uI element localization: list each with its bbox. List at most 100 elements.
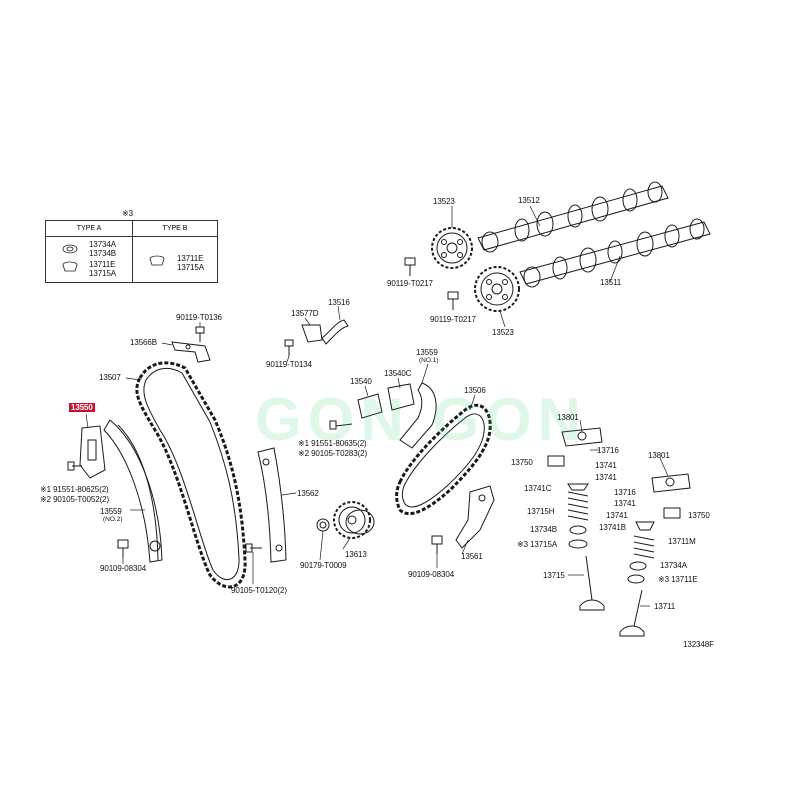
seat-13711e (627, 574, 645, 584)
label-13540: 13540 (350, 377, 372, 386)
label-13566b: 13566B (130, 338, 157, 347)
legend-icons (62, 244, 165, 272)
timing-chain-13507 (135, 361, 247, 589)
label-91551-80635: ※1 91551-80635(2) (298, 439, 367, 448)
label-91551-80625: ※1 91551-80625(2) (40, 485, 109, 494)
label-13716-b: 13716 (614, 488, 636, 497)
sprocket-13523-top (431, 227, 473, 269)
bolt-90119-t0217-b (447, 291, 459, 310)
label-90109-08304-a: 90109-08304 (100, 564, 147, 573)
seal-13734a (629, 561, 647, 571)
label-13561: 13561 (461, 552, 483, 561)
camshaft-13511 (519, 218, 711, 288)
label-13801-b: 13801 (648, 451, 670, 460)
rocker-arm-13801-b (651, 473, 691, 493)
label-13516: 13516 (328, 298, 350, 307)
chain-guide-13559-no1 (399, 382, 437, 449)
label-13540c: 13540C (384, 369, 412, 378)
label-13734b: 13734B (530, 525, 557, 534)
damper-13540c (387, 383, 415, 411)
damper-13540 (329, 393, 383, 430)
label-13559-no2-sub: (NO.2) (103, 516, 123, 523)
valve-spring-13715h (567, 491, 589, 521)
seat-13715a (568, 539, 588, 549)
label-13559-no1-sub: (NO.1) (419, 357, 439, 364)
leader-lines (85, 205, 669, 607)
label-13716-a: 13716 (597, 446, 619, 455)
idler-sprocket-13613 (333, 501, 375, 539)
label-90105-t0283: ※2 90105-T0283(2) (298, 449, 368, 458)
legend-type-b-header: TYPE B (133, 221, 217, 237)
label-13507: 13507 (99, 373, 121, 382)
label-90105-t0120: 90105-T0120(2) (231, 586, 287, 595)
bolt-90109-08304-a (117, 539, 129, 558)
bolt-90119-t0217-a (404, 257, 416, 276)
label-13715: 13715 (543, 571, 565, 580)
legend-b-part-2: 13715A (177, 263, 204, 272)
label-13741-b: 13741 (595, 473, 617, 482)
label-90105-t0052: ※2 90105-T0052(2) (40, 495, 110, 504)
valve-spring-13711m (633, 535, 655, 559)
tensioner-arm-13561 (455, 485, 495, 549)
drawing-number: 132348F (683, 640, 714, 649)
chain-guide-13562 (245, 447, 287, 563)
retainer-13741b (635, 521, 655, 531)
label-90179-t0009: 90179-T0009 (300, 561, 347, 570)
label-13715a: ※3 13715A (517, 540, 558, 549)
label-13511: 13511 (600, 278, 622, 287)
legend-a-part-1: 13734A (89, 240, 116, 249)
legend-note-mark: ※3 (122, 209, 133, 218)
valve-13715 (579, 555, 605, 611)
label-13550: 13550 (69, 403, 95, 412)
valve-13711 (619, 589, 645, 637)
label-13715h: 13715H (527, 507, 555, 516)
label-13523-bottom: 13523 (492, 328, 514, 337)
timing-chain-13506 (395, 403, 492, 516)
legend-type-a-header: TYPE A (46, 221, 132, 237)
label-90119-t0136: 90119-T0136 (176, 313, 222, 322)
label-13711e: ※3 13711E (658, 575, 698, 584)
lash-adjuster-13750-a (547, 455, 565, 467)
label-90109-08304-b: 90109-08304 (408, 570, 455, 579)
lash-adjuster-13750-b (663, 507, 681, 519)
label-13711m: 13711M (668, 537, 696, 546)
legend-a-part-4: 13715A (89, 269, 116, 278)
label-13559-no1: 13559 (416, 348, 438, 357)
legend-b-part-1: 13711E (177, 254, 204, 263)
retainer-13741c (567, 483, 589, 491)
label-90119-t0217-b: 90119-T0217 (430, 315, 476, 324)
label-13559-no2: 13559 (100, 507, 122, 516)
bolt-90109-08304-b (431, 535, 443, 554)
bolt-90179-t0009 (316, 518, 330, 532)
legend-a-part-2: 13734B (89, 249, 116, 258)
label-13741-d: 13741 (606, 511, 628, 520)
label-13613: 13613 (345, 550, 367, 559)
label-13734a: 13734A (660, 561, 687, 570)
label-13562: 13562 (297, 489, 319, 498)
label-13577d: 13577D (291, 309, 319, 318)
label-90119-t0134: 90119-T0134 (266, 360, 312, 369)
legend-table: TYPE A TYPE B 13734A 13734B 13711E 13715… (45, 220, 218, 283)
watermark: GON GON (255, 386, 588, 453)
pipe-13516 (321, 319, 349, 345)
label-13523-top: 13523 (433, 197, 455, 206)
tensioner-13550 (67, 425, 106, 479)
label-13741b: 13741B (599, 523, 626, 532)
label-13506: 13506 (464, 386, 486, 395)
label-13750-b: 13750 (688, 511, 710, 520)
label-13741c: 13741C (524, 484, 552, 493)
label-13750-a: 13750 (511, 458, 533, 467)
legend-a-part-3: 13711E (89, 260, 116, 269)
clip-13577d (284, 324, 323, 356)
label-13711: 13711 (654, 602, 676, 611)
label-13512: 13512 (518, 196, 540, 205)
label-13741-c: 13741 (614, 499, 636, 508)
sprocket-13523-bottom (474, 266, 520, 312)
label-13801-a: 13801 (557, 413, 579, 422)
label-90119-t0217-a: 90119-T0217 (387, 279, 433, 288)
chain-guide-13559-no2 (103, 419, 163, 563)
seal-13734b (569, 525, 587, 535)
bracket-13566b (171, 326, 211, 363)
